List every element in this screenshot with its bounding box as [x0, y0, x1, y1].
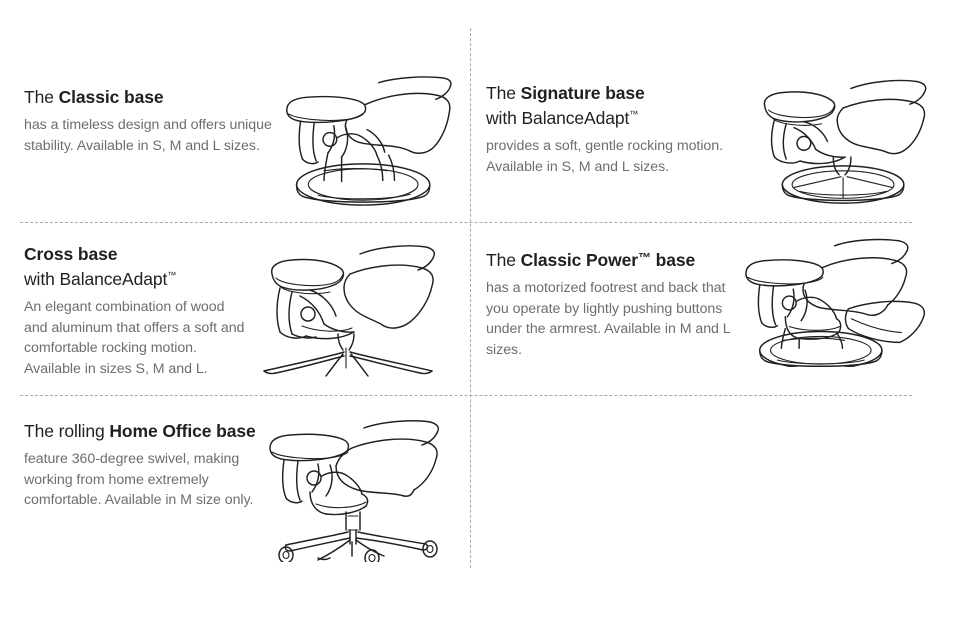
heading-bold: Classic base	[58, 87, 164, 107]
heading-second-line: with BalanceAdapt™	[486, 104, 745, 129]
feature-heading-classic-power-base: The Classic Power™ base	[486, 247, 738, 271]
divider-horizontal-bottom	[20, 395, 912, 396]
feature-cell-classic-base: The Classic base has a timeless design a…	[0, 55, 470, 220]
feature-body-cross-base: An elegant combination of wood and alumi…	[24, 299, 245, 377]
feature-cell-classic-power-base: The Classic Power™ base has a motorized …	[480, 232, 959, 394]
recliner-ring-spoke-icon	[749, 63, 945, 210]
feature-cell-home-office-base: The rolling Home Office base feature 360…	[0, 408, 470, 580]
feature-body-home-office-base: feature 360-degree swivel, making workin…	[24, 451, 254, 508]
feature-illustration-classic-base	[265, 55, 470, 220]
feature-illustration-home-office-base	[260, 408, 470, 580]
feature-heading-classic-base: The Classic base	[24, 87, 265, 108]
trademark-symbol: ™	[167, 270, 177, 280]
feature-copy-home-office-base: The rolling Home Office base feature 360…	[0, 408, 260, 511]
heading-suffix: base	[650, 250, 696, 270]
feature-body-classic-base: has a timeless design and offers unique …	[24, 117, 272, 154]
heading-prefix: The	[486, 83, 521, 103]
divider-vertical	[470, 28, 471, 568]
heading-prefix: The rolling	[24, 421, 110, 441]
trademark-symbol: ™	[629, 109, 639, 119]
heading-bold: Classic Power	[520, 250, 638, 270]
heading-second-line-text: with BalanceAdapt	[24, 269, 168, 289]
feature-heading-home-office-base: The rolling Home Office base	[24, 421, 260, 442]
heading-second-line: with BalanceAdapt™	[24, 265, 250, 290]
feature-illustration-signature-base	[745, 55, 959, 220]
recliner-cross-base-icon	[250, 238, 450, 378]
feature-copy-classic-base: The Classic base has a timeless design a…	[0, 55, 272, 156]
feature-body-classic-power-base: has a motorized footrest and back that y…	[486, 280, 731, 358]
recliner-round-pedestal-icon	[273, 65, 469, 207]
heading-bold: Signature base	[520, 83, 645, 103]
heading-prefix: The	[24, 87, 59, 107]
heading-bold: Home Office base	[109, 421, 256, 441]
heading-prefix: The	[486, 250, 521, 270]
divider-horizontal-top	[20, 222, 912, 223]
trademark-symbol: ™	[638, 250, 651, 265]
office-chair-castors-icon	[260, 412, 460, 562]
heading-bold: Cross base	[24, 244, 118, 264]
recliner-power-footrest-icon	[740, 234, 942, 367]
feature-body-signature-base: provides a soft, gentle rocking motion. …	[486, 138, 724, 175]
feature-copy-classic-power-base: The Classic Power™ base has a motorized …	[480, 232, 738, 360]
feature-illustration-cross-base	[250, 232, 470, 394]
heading-second-line-text: with BalanceAdapt	[486, 108, 630, 128]
feature-illustration-classic-power-base	[738, 232, 959, 394]
